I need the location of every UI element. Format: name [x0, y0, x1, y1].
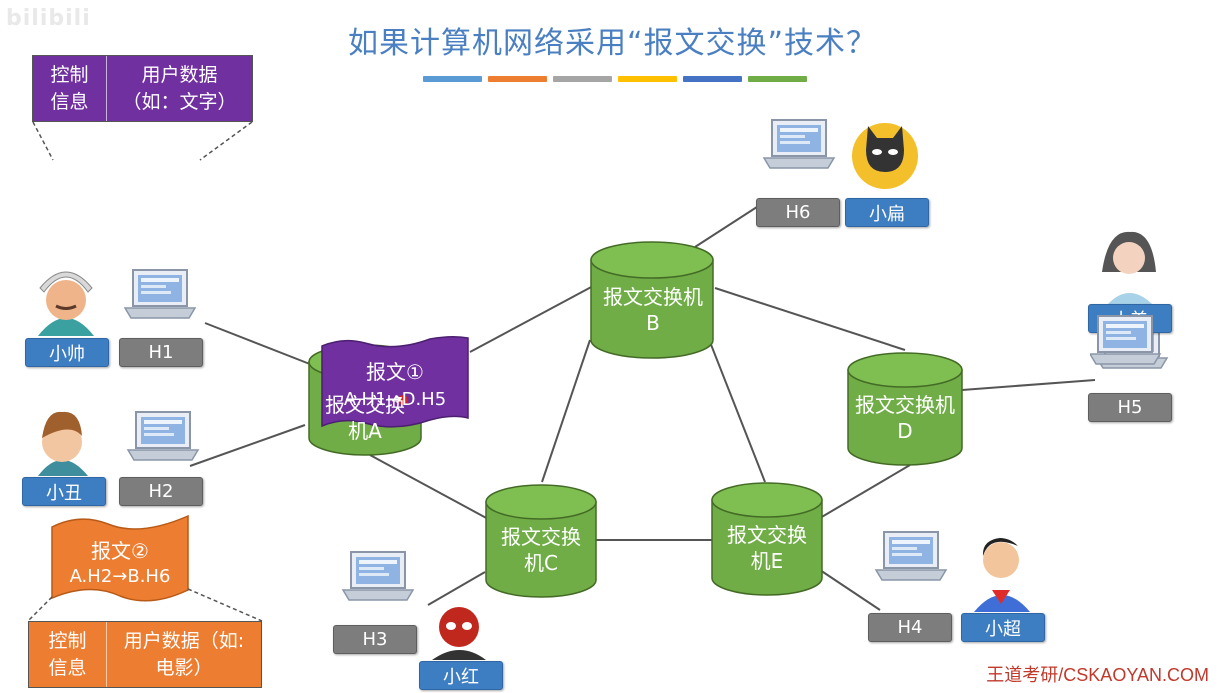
link-c-h3 [427, 571, 486, 606]
stripe-blue [423, 76, 482, 82]
switch-e-label: 报文交换机E [727, 523, 807, 573]
links [189, 204, 1096, 611]
switch-d-label: 报文交换机D [855, 393, 955, 443]
callout-lines [27, 121, 263, 622]
stripe-orange [488, 76, 547, 82]
link-a-c [369, 454, 491, 521]
switch-b-label: 报文交换机B [603, 285, 703, 335]
packet2-route: A.H2→B.H6 [69, 566, 171, 587]
page-title: 如果计算机网络采用“报文交换”技术？ [347, 26, 878, 61]
packet1-format-box: 控制信息 用户数据（如：文字） [32, 55, 253, 122]
switch-b [590, 241, 714, 359]
host-h6-label: H6 [756, 198, 840, 227]
user-xiaochou-label: 小丑 [22, 477, 106, 506]
link-h1-a [204, 322, 321, 369]
host-h1-label: H1 [119, 338, 203, 367]
stripe-green [748, 76, 807, 82]
user-xiaochao-label: 小超 [961, 613, 1045, 642]
avatar-xiaobian-icon [852, 123, 918, 189]
packet1-route: A.H1→D.H5 [343, 389, 447, 410]
user-xiaoshuai-label: 小帅 [25, 338, 109, 367]
switch-c [485, 484, 597, 598]
title-decoration [423, 76, 807, 82]
host-h2-label: H2 [119, 477, 203, 506]
pointer-dot [398, 395, 408, 405]
link-b-d [714, 287, 906, 351]
host-h5-label: H5 [1088, 393, 1172, 422]
packet1-ctrl-field: 控制信息 [33, 56, 107, 121]
avatar-xiaochou-icon [38, 411, 88, 476]
packet2-format-box: 控制信息 用户数据（如:电影） [28, 621, 262, 688]
link-b-h6 [694, 204, 761, 248]
stripe-gray [553, 76, 612, 82]
laptop-h1-icon [124, 269, 196, 319]
link-e-d [819, 464, 911, 519]
packet1-flag [321, 335, 469, 428]
link-a-b [469, 284, 596, 353]
avatar-xiaoshuai-icon [38, 271, 94, 336]
stripe-yellow [618, 76, 677, 82]
packet2-name: 报文② [91, 539, 149, 563]
laptop-h5-overlay-icon [1090, 315, 1162, 365]
link-d-h5 [961, 379, 1096, 391]
stripe-darkblue [683, 76, 742, 82]
link-h2-a [189, 424, 306, 467]
packet2-flag [51, 514, 189, 602]
switch-d [847, 352, 963, 466]
avatar-xiaochao-icon [974, 538, 1030, 612]
link-e-h4 [819, 569, 881, 611]
user-xiaobian-label: 小扁 [845, 198, 929, 227]
link-b-c [541, 339, 591, 483]
laptop-h3-icon [342, 551, 414, 601]
packet2-data-field: 用户数据（如:电影） [123, 629, 245, 679]
laptop-h4-icon [875, 531, 947, 581]
laptop-h6-icon [763, 119, 835, 169]
link-b-e [709, 341, 766, 483]
packet1-data-field: 用户数据（如：文字） [122, 63, 237, 113]
watermark: bilibili [6, 6, 91, 31]
switch-e [711, 482, 823, 596]
brand-watermark: 王道考研/CSKAOYAN.COM [986, 665, 1209, 685]
switch-a-label: 报文交换机A [325, 393, 405, 442]
laptop-h2-icon [127, 411, 199, 461]
packet2-ctrl-field: 控制信息 [29, 622, 107, 687]
avatar-xiaohong-icon [432, 607, 486, 660]
host-h4-label: H4 [868, 613, 952, 642]
avatar-xiaomei-icon [1102, 231, 1156, 304]
packet1-name: 报文① [366, 360, 424, 384]
user-xiaohong-label: 小红 [419, 661, 503, 690]
switch-c-label: 报文交换机C [501, 525, 581, 575]
host-h3-label: H3 [333, 625, 417, 654]
